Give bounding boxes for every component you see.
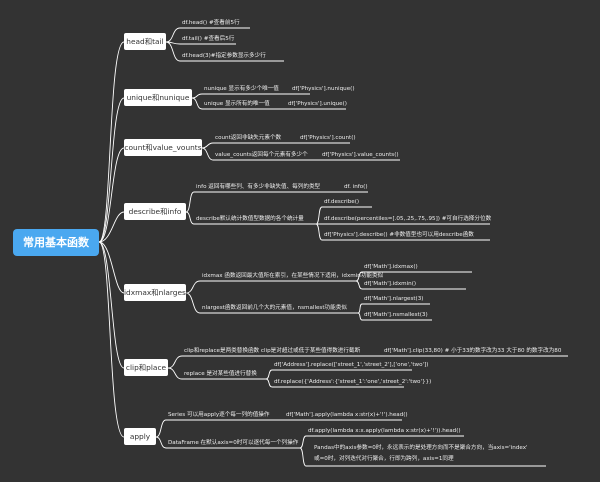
nunique-code: df['Physics'].nunique() [292,86,355,92]
value-counts-code: df['Physics'].value_counts() [322,152,399,158]
branch-head-tail[interactable]: head和tail [124,33,166,50]
info-desc: info 返回有哪些列、有多少非缺失值、每列的类型 [196,184,321,190]
branch-count-value-counts[interactable]: count和value_vounts [124,139,202,156]
nunique-desc: nunique 显示有多少个唯一值 [204,86,279,92]
head-tail-item-2: df.tail() #查看后5行 [182,36,235,42]
idxmax-desc: idxmax 函数返回最大值所在索引，在某些情况下适用，idxmin功能类似 [202,273,384,279]
root-node[interactable]: 常用基本函数 [13,229,99,256]
idxmin-code: df['Math'].idxmin() [364,281,417,287]
info-code: df. info() [344,184,368,190]
apply-series-code: df['Math'].apply(lambda x:str(x)+'!').he… [286,412,408,418]
apply-dataframe-code: df.apply(lambda x:x.apply(lambda x:str(x… [308,428,461,434]
count-code: df['Physics'].count() [300,135,356,141]
unique-desc: unique 显示所有的唯一值 [204,101,270,107]
nlargest-code: df['Math'].nlargest(3) [364,296,424,302]
branch-apply[interactable]: apply [124,428,156,445]
branch-clip-replace[interactable]: clip和place [124,359,168,376]
nsmallest-code: df['Math'].nsmallest(3) [364,312,428,318]
describe-desc: describe默认统计数值型数据的各个统计量 [196,216,304,222]
count-desc: count返回非缺失元素个数 [215,135,282,141]
unique-code: df['Physics'].unique() [288,101,347,107]
axis-note-line-2: 或=0时，对列迭代对行聚合，行即为跨列，axis=1同理 [314,456,454,462]
apply-dataframe-desc: DataFrame 在默认axis=0时可以逐代每一个列操作 [168,440,299,446]
nlargest-desc: nlargest函数返回前几个大的元素值，nsmallest功能类似 [202,305,347,311]
head-tail-item-1: df.head() #查看前5行 [182,20,240,26]
describe-item-1: df.describe() [324,199,360,205]
branch-describe-info[interactable]: describe和info [124,203,186,220]
branch-unique-nunique[interactable]: unique和nunique [124,89,192,106]
apply-series-desc: Series 可以用apply逐个每一列的值操作 [168,412,270,418]
branch-idxmax-nlargest[interactable]: idxmax和nlargest [124,284,189,301]
head-tail-item-3: df.head(3)#指定参数显示多少行 [182,53,266,59]
describe-item-2: df.describe(percentiles=[.05,.25,.75,.95… [324,216,492,222]
idxmax-code: df['Math'].idxmax() [364,264,418,270]
clip-desc: clip和replace是两类替换函数 clip是对超过或低于某些值得数进行截断 [184,348,361,354]
describe-item-3: df['Physics'].describe() #非数值型也可以用descri… [324,232,474,238]
replace-desc: replace 是对某些值进行替换 [184,371,257,377]
axis-note-line-1: Pandas中的axis参数=0时，永远表示的是处理方向而不是聚合方向，当axi… [314,445,528,451]
value-counts-desc: value_counts返回每个元素有多少个 [215,152,308,158]
replace-code-1: df['Address'].replace(['street_1','stree… [274,362,429,368]
clip-code: df['Math'].clip(33,80) # 小于33的数字改为33 大于8… [384,348,562,354]
replace-code-2: df.replace({'Address':{'street_1':'one',… [274,379,432,385]
